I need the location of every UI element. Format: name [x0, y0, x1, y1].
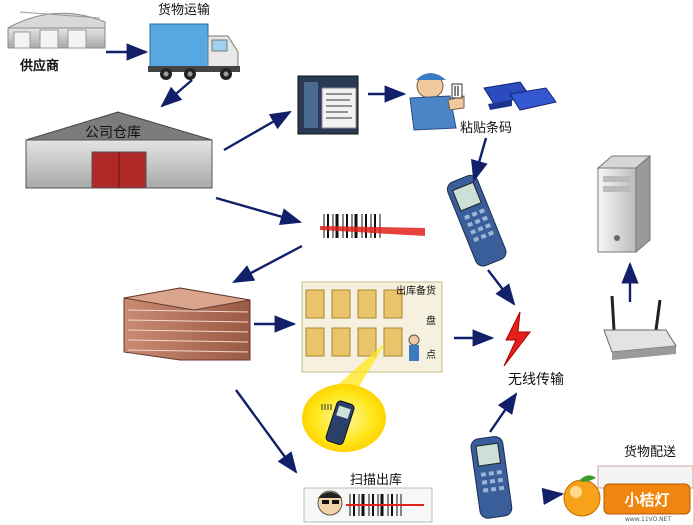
inventory-scanner-glow: [302, 342, 386, 452]
supplier-warehouse-icon: [7, 11, 106, 49]
arrow-warehouse-laser: [215, 196, 303, 225]
arrow-building-scan: [235, 389, 298, 474]
arrow-lowscanner-wireless: [489, 392, 518, 433]
supplier-label: 供应商: [19, 58, 59, 74]
delivery-label: 货物配送: [624, 444, 676, 460]
wireless-label: 无线传输: [508, 372, 564, 388]
arrow-label-scanner: [471, 137, 488, 183]
inventory-pan-label: 盘: [426, 314, 436, 327]
warehouse-building-icon: [123, 287, 251, 361]
lightning-icon: [503, 311, 532, 367]
company-warehouse-label: 公司仓库: [85, 125, 141, 141]
scan-outbound-icon: [303, 487, 433, 523]
server-icon: [596, 154, 652, 254]
barcode-laser-icon: [320, 214, 425, 238]
orange-logo-icon: [563, 475, 691, 517]
arrow-warehouse-printer: [223, 110, 292, 152]
outbound-prep-label: 出库备货: [396, 284, 436, 297]
handheld-scanner-icon: [446, 174, 507, 267]
arrow-scanner-wireless: [487, 269, 516, 306]
handheld-scanner-lower-icon: [470, 436, 513, 519]
inventory-dian-label: 点: [426, 349, 436, 361]
transport-label: 货物运输: [158, 2, 210, 18]
arrow-truck-warehouse: [160, 79, 193, 108]
truck-icon: [148, 23, 240, 80]
company-warehouse-icon: [25, 111, 213, 189]
arrow-scanner-delivery: [541, 487, 565, 505]
brand-url: www.11VO.NET: [625, 516, 671, 523]
wireless-router-icon: [603, 295, 677, 360]
apply-barcode-label: 粘贴条码: [460, 120, 512, 136]
barcode-label-icon: [483, 81, 557, 111]
scan-outbound-label: 扫描出库: [350, 472, 402, 488]
flow-arrows: [106, 43, 639, 505]
barcode-printer-icon: [297, 75, 359, 135]
arrow-laser-building: [232, 244, 303, 284]
brand-name: 小桔灯: [624, 491, 669, 509]
worker-icon: [409, 73, 465, 131]
